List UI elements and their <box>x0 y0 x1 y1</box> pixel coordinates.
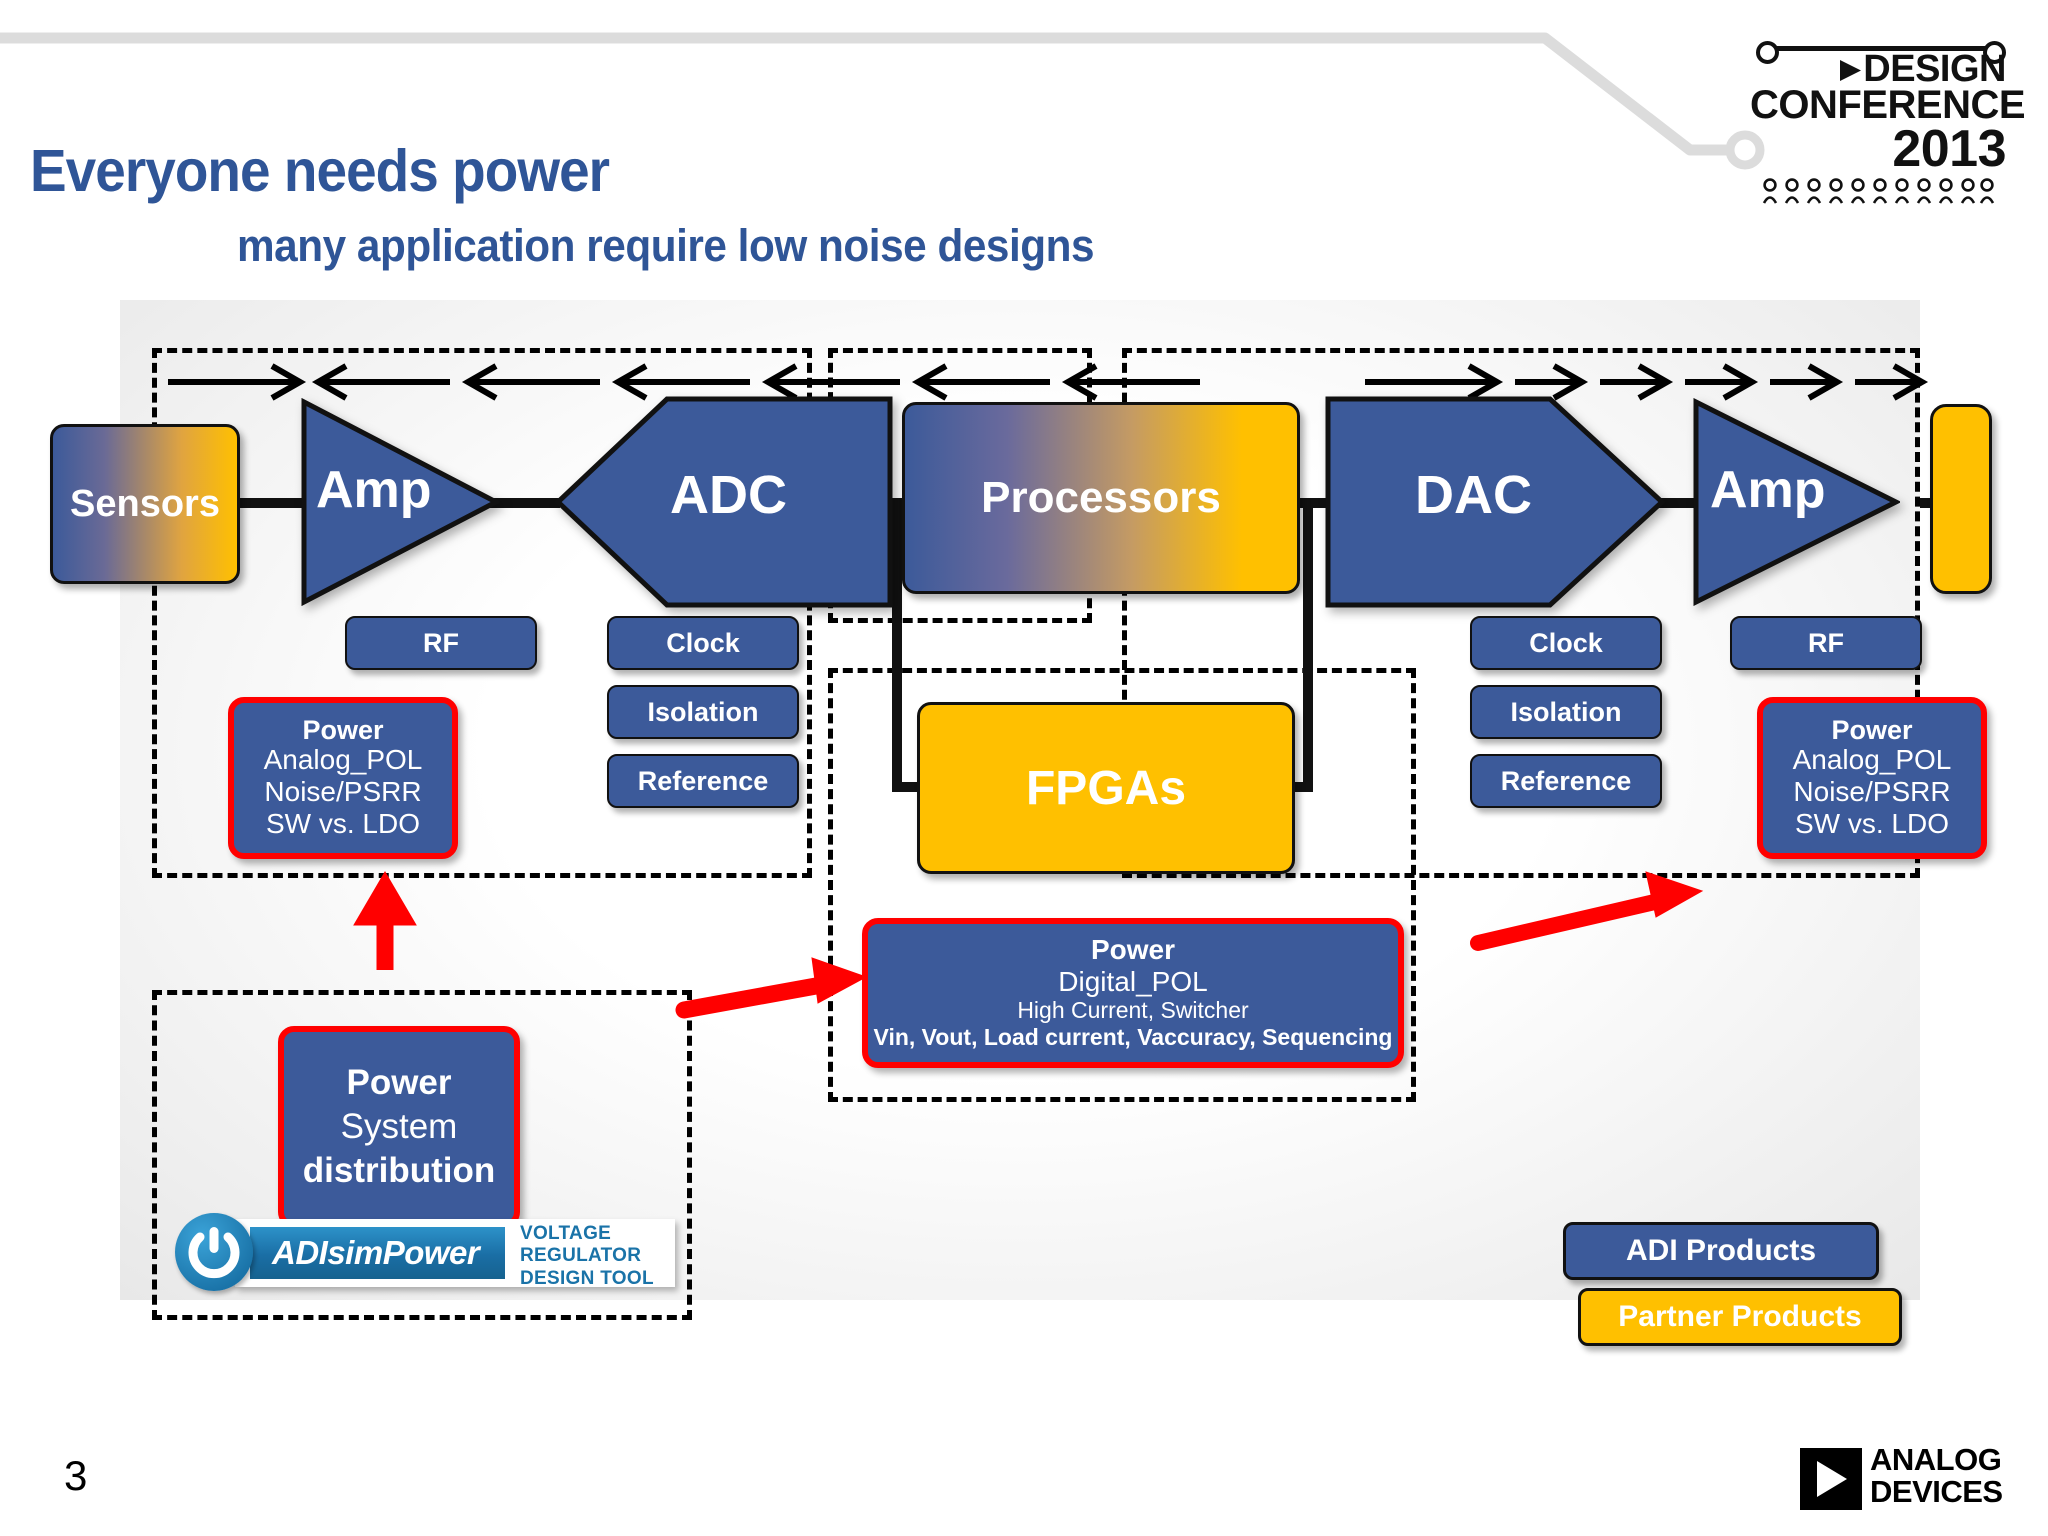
block-processors[interactable]: Processors <box>902 402 1300 594</box>
analog-devices-line2: DEVICES <box>1870 1473 2003 1509</box>
logo-text: DESIGN CONFERENCE 2013 <box>1750 50 2026 178</box>
pill-rf-right-label: RF <box>1808 627 1844 658</box>
dashed-group-analog-input <box>152 348 812 878</box>
logo-people-icons <box>1762 178 1995 204</box>
pill-isolation-left-label: Isolation <box>647 696 759 727</box>
power-right-header: Power <box>1831 714 1913 745</box>
pill-isolation-left[interactable]: Isolation <box>607 685 799 739</box>
power-digital-line3: Vin, Vout, Load current, Vaccuracy, Sequ… <box>873 1024 1393 1051</box>
wire-dac-down <box>1303 498 1313 790</box>
design-conference-logo: DESIGN CONFERENCE 2013 <box>1750 30 2026 204</box>
wire-adc-down <box>892 498 902 790</box>
power-symbol-glyph <box>188 1227 240 1279</box>
pill-isolation-right-label: Isolation <box>1510 696 1622 727</box>
wire-sensors-to-amp <box>237 498 305 508</box>
pill-reference-right[interactable]: Reference <box>1470 754 1662 808</box>
power-digital-header: Power <box>1090 934 1176 966</box>
dashed-group-power-distribution <box>152 990 692 1320</box>
pill-clock-left-label: Clock <box>666 627 740 658</box>
block-amp-output-label: Amp <box>1710 461 1826 519</box>
adisimpower-logo[interactable]: ADIsimPower VOLTAGE REGULATOR DESIGN TOO… <box>175 1213 675 1293</box>
power-box-analog-right[interactable]: Power Analog_POL Noise/PSRR SW vs. LDO <box>1757 697 1987 859</box>
pill-isolation-right[interactable]: Isolation <box>1470 685 1662 739</box>
block-dac[interactable]: DAC <box>1325 396 1666 608</box>
adc-hexagon-shape <box>554 396 893 608</box>
wire-amp-to-adc <box>488 498 560 508</box>
power-left-line2: Noise/PSRR <box>264 776 422 808</box>
logo-rail-dot-left <box>1756 41 1779 64</box>
logo-line-design: DESIGN <box>1750 50 2010 88</box>
logo-conference-text: CONFERENCE <box>1750 83 2026 128</box>
power-right-line3: SW vs. LDO <box>1794 808 1949 840</box>
pill-rf-left[interactable]: RF <box>345 616 537 670</box>
power-right-line2: Noise/PSRR <box>1793 776 1951 808</box>
pill-clock-left[interactable]: Clock <box>607 616 799 670</box>
block-fpgas-label: FPGAs <box>1025 761 1187 815</box>
slide-title-line2: many application require low noise desig… <box>237 220 1095 271</box>
block-amp-output[interactable]: Amp <box>1692 397 1902 607</box>
block-output-load[interactable] <box>1930 404 1992 594</box>
power-system-line2: System <box>340 1107 458 1147</box>
pill-reference-right-label: Reference <box>1500 765 1632 796</box>
adisimpower-wordmark-bar: ADIsimPower <box>250 1227 505 1279</box>
wire-dac-amp-link <box>1655 498 1697 508</box>
power-system-line3: distribution <box>302 1150 496 1190</box>
adisimpower-wordmark: ADIsimPower <box>272 1234 480 1271</box>
block-dac-label: DAC <box>1415 465 1532 525</box>
analog-devices-triangle-icon <box>1817 1461 1847 1497</box>
analog-devices-wordmark: ANALOG DEVICES <box>1870 1444 2003 1507</box>
page-number: 3 <box>64 1452 88 1499</box>
wire-processors-to-dac <box>1295 498 1331 508</box>
adisimpower-tagline-3: DESIGN TOOL <box>520 1267 654 1289</box>
legend-adi-products-label: ADI Products <box>1625 1234 1817 1267</box>
block-adc[interactable]: ADC <box>554 396 893 608</box>
block-adc-label: ADC <box>670 465 787 525</box>
power-box-system-distribution[interactable]: Power System distribution <box>278 1026 520 1228</box>
adisimpower-tagline: VOLTAGE REGULATOR DESIGN TOOL <box>520 1223 654 1290</box>
power-digital-line1: Digital_POL <box>1058 966 1208 998</box>
amp-triangle-shape <box>301 397 502 607</box>
dashed-group-analog-output <box>1122 348 1920 878</box>
legend-adi-products[interactable]: ADI Products <box>1563 1222 1879 1280</box>
block-sensors[interactable]: Sensors <box>50 424 240 584</box>
legend-partner-products[interactable]: Partner Products <box>1578 1288 1902 1346</box>
power-left-line1: Analog_POL <box>263 744 423 776</box>
dac-hexagon-shape <box>1325 396 1666 608</box>
power-left-header: Power <box>302 714 384 745</box>
power-left-line3: SW vs. LDO <box>265 808 420 840</box>
play-triangle-icon <box>1840 60 1862 81</box>
legend-partner-products-label: Partner Products <box>1618 1300 1862 1333</box>
amp-output-triangle-shape <box>1693 397 1902 607</box>
block-processors-label: Processors <box>981 473 1221 522</box>
logo-year-text: 2013 <box>1892 119 2006 178</box>
power-button-icon <box>175 1213 253 1291</box>
pill-clock-right-label: Clock <box>1529 627 1603 658</box>
pill-rf-left-label: RF <box>423 627 459 658</box>
block-amp-input[interactable]: Amp <box>300 397 502 607</box>
block-amp-input-label: Amp <box>316 461 432 519</box>
power-system-header: Power <box>346 1063 452 1103</box>
block-sensors-label: Sensors <box>70 482 220 525</box>
analog-devices-logo: ANALOG DEVICES <box>1800 1444 2020 1516</box>
logo-rail <box>1762 46 1998 51</box>
power-digital-line2: High Current, Switcher <box>1017 997 1249 1024</box>
pill-rf-right[interactable]: RF <box>1730 616 1922 670</box>
adisimpower-tagline-1: VOLTAGE <box>520 1223 612 1244</box>
power-box-analog-left[interactable]: Power Analog_POL Noise/PSRR SW vs. LDO <box>228 697 458 859</box>
wire-out-load <box>1920 498 1932 508</box>
block-fpgas[interactable]: FPGAs <box>917 702 1295 874</box>
analog-devices-line1: ANALOG <box>1870 1442 2002 1477</box>
adisimpower-tagline-2: REGULATOR <box>520 1245 642 1267</box>
signal-flow-arrows <box>168 363 1929 401</box>
dashed-group-digital-power <box>828 668 1416 1102</box>
power-box-digital[interactable]: Power Digital_POL High Current, Switcher… <box>862 918 1404 1068</box>
slide-title-line1: Everyone needs power <box>30 138 610 204</box>
logo-rail-dot-right <box>1983 41 2006 64</box>
pill-reference-left-label: Reference <box>637 765 769 796</box>
pill-clock-right[interactable]: Clock <box>1470 616 1662 670</box>
pill-reference-left[interactable]: Reference <box>607 754 799 808</box>
power-right-line1: Analog_POL <box>1792 744 1952 776</box>
logo-design-text: DESIGN <box>1863 48 2006 90</box>
